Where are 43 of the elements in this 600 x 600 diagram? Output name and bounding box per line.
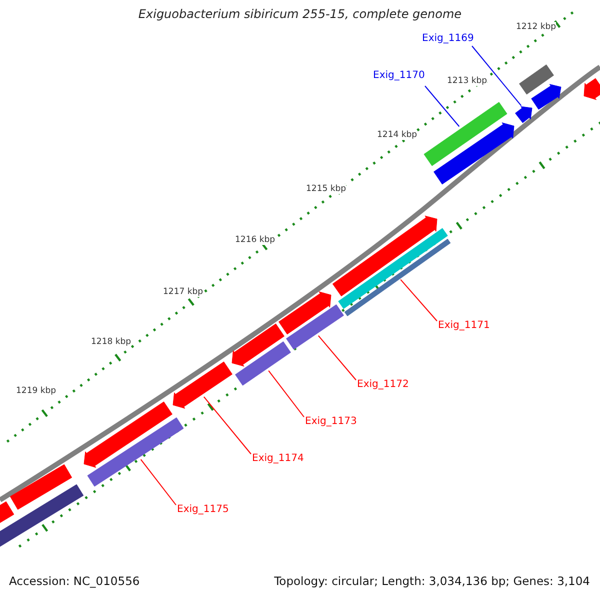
scale-label: 1212 kbp: [516, 22, 556, 32]
gene-label: Exig_1170: [373, 70, 425, 81]
scale-label: 1217 kbp: [163, 287, 204, 297]
gene-feature: [434, 122, 514, 184]
scale-label: 1219 kbp: [16, 386, 56, 396]
leader-line: [318, 335, 356, 380]
gene-feature: [84, 402, 172, 468]
gene-label: Exig_1172: [357, 379, 409, 390]
gene-feature: [278, 291, 332, 334]
gene-feature: [87, 417, 184, 487]
scale-label: 1214 kbp: [377, 130, 418, 140]
gene-feature: [584, 78, 600, 100]
gene-feature: [519, 64, 554, 95]
gene-feature: [235, 341, 291, 386]
scale-label: 1218 kbp: [91, 337, 132, 347]
gene-feature: [286, 304, 344, 350]
scale-label: 1216 kbp: [235, 235, 276, 245]
gene-feature: [232, 324, 284, 367]
gene-feature: [531, 84, 562, 110]
gene-label: Exig_1173: [305, 416, 357, 427]
scale-label: 1215 kbp: [306, 184, 346, 194]
gene-feature: [515, 106, 532, 124]
gene-label: Exig_1175: [177, 504, 229, 515]
gene-label: Exig_1169: [422, 33, 474, 44]
title: Exiguobacterium sibiricum 255-15, complete genome: [137, 7, 463, 21]
gene-feature: [332, 216, 438, 296]
leader-line: [472, 46, 522, 106]
scale-label: 1213 kbp: [447, 76, 488, 86]
gene-label: Exig_1174: [252, 453, 304, 464]
gene-feature: [10, 464, 72, 510]
footer-text: Topology: circular; Length: 3,034,136 bp; Genes: 3,104: [274, 574, 590, 588]
gene-feature: [344, 238, 451, 316]
footer-text: Accession: NC_010556: [9, 574, 140, 588]
gene-feature: [424, 102, 508, 166]
gene-feature: [0, 484, 84, 548]
leader-line: [424, 86, 460, 127]
leader-line: [268, 370, 304, 418]
leader-line: [203, 396, 252, 454]
gene-feature: [338, 228, 448, 309]
gene-feature: [172, 362, 232, 409]
leader-line: [140, 458, 176, 506]
leader-line: [400, 279, 438, 322]
gene-label: Exig_1171: [438, 320, 490, 331]
